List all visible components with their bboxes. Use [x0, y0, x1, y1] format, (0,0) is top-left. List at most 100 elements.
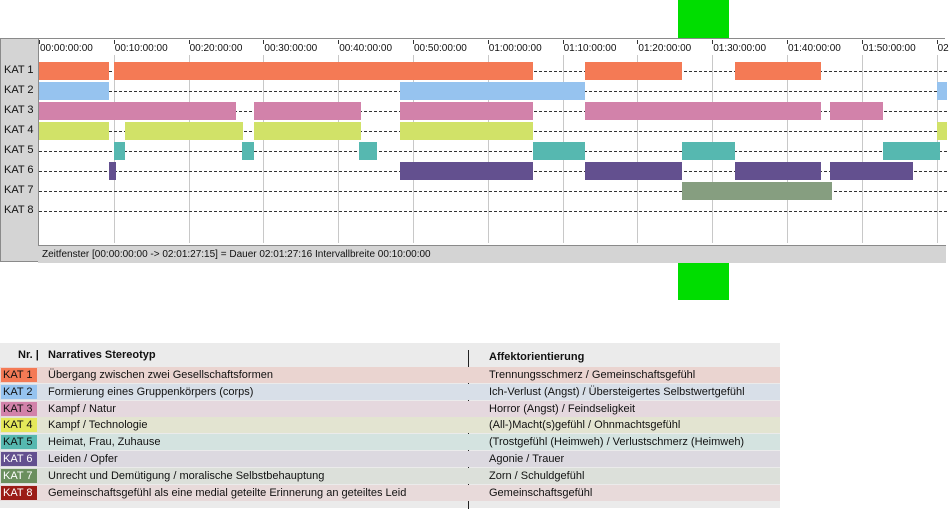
timeline-segment[interactable] [682, 142, 735, 160]
grid-line [188, 55, 190, 243]
tick-label: 00:00:00:00 [40, 43, 93, 54]
timeline-segment[interactable] [39, 62, 110, 80]
tick-label: 02 [937, 43, 949, 54]
timeline-segment[interactable] [113, 142, 126, 160]
timeline-segment[interactable] [400, 82, 586, 100]
grid-line [413, 55, 414, 243]
tick-label: 01:20:00:00 [638, 43, 692, 54]
timeline-segment[interactable] [39, 82, 110, 100]
legend-header-stereotype: Narratives Stereotyp [48, 349, 156, 361]
timeline-segment[interactable] [585, 102, 821, 120]
tick-label: 01:40:00:00 [788, 43, 841, 54]
timeline-segment[interactable] [936, 82, 947, 100]
timeline-segment[interactable] [585, 62, 683, 80]
tick-label: 00:40:00:00 [339, 43, 393, 54]
playhead-marker-top[interactable] [678, 0, 729, 38]
timeline-segment[interactable] [734, 162, 821, 180]
row-guide-line [39, 191, 947, 192]
tick-mark [712, 40, 714, 44]
category-label: KAT 7 [4, 184, 34, 196]
tick-label: 00:10:00:00 [114, 43, 168, 54]
tick-label: 01:30:00:00 [713, 43, 767, 54]
grid-line [637, 55, 639, 243]
legend-row: KAT 5 Heimat, Frau, Zuhause (Trostgefühl (… [0, 434, 780, 451]
legend-affect-text: Zorn / Schuldgefühl [489, 469, 585, 482]
tick-mark [787, 40, 788, 44]
timeline-segment[interactable] [830, 162, 913, 180]
category-label: KAT 8 [4, 204, 34, 216]
legend-stereotype-text: Heimat, Frau, Zuhause [48, 436, 161, 449]
timeline-segment[interactable] [241, 142, 254, 160]
timeline-segment[interactable] [400, 102, 533, 120]
category-label: KAT 6 [4, 164, 34, 176]
timeline-segment[interactable] [682, 182, 832, 200]
tick-mark [413, 40, 414, 44]
timeline-segment[interactable] [125, 122, 244, 140]
legend-affect-text: Agonie / Trauer [489, 453, 565, 465]
row-guide-line [39, 151, 947, 152]
grid-line [338, 55, 340, 243]
timeline-segment[interactable] [585, 162, 683, 180]
grid-line [263, 55, 265, 243]
legend-stereotype-text: Gemeinschaftsgefühl als eine medial gete… [48, 486, 407, 499]
legend-category-code: KAT 4 [1, 418, 37, 433]
legend-stereotype-text: Kampf / Natur [48, 402, 116, 415]
row-guide-line [39, 211, 947, 212]
timeline-segment[interactable] [734, 62, 821, 80]
tick-mark [39, 40, 40, 44]
legend-row-band [0, 467, 780, 484]
playhead-marker-bottom[interactable] [678, 262, 729, 300]
timeline-segment[interactable] [109, 162, 117, 180]
legend-stereotype-text: Kampf / Technologie [48, 419, 148, 432]
legend-header-nr: Nr. | [18, 349, 39, 361]
tick-label: 01:00:00:00 [488, 43, 542, 54]
legend-affect-text: Ich-Verlust (Angst) / Übersteigertes Sel… [489, 385, 745, 398]
timeline-segment[interactable] [882, 142, 941, 160]
grid-line [861, 55, 863, 243]
tick-mark [113, 40, 115, 44]
legend-affect-text: (All-)Macht(s)gefühl / Ohnmachtsgefühl [489, 419, 681, 432]
tick-mark [263, 40, 265, 44]
timeline-segment[interactable] [253, 102, 361, 120]
timeline-segment[interactable] [39, 122, 110, 140]
legend-row-band [0, 400, 780, 417]
category-legend: Nr. | Narratives Stereotyp Affektorienti… [0, 343, 780, 509]
timeline-segment[interactable] [936, 122, 947, 140]
legend-category-code: KAT 5 [1, 435, 37, 450]
tick-label: 00:30:00:00 [264, 43, 318, 54]
timeline-track-area[interactable]: 00:00:00:00 00:10:00:00 00:20:00:00 00:30:0… [38, 39, 949, 263]
category-label: KAT 3 [4, 104, 34, 116]
tick-label: 00:20:00:00 [189, 43, 243, 54]
tick-mark [637, 40, 639, 44]
category-label: KAT 2 [4, 84, 34, 96]
legend-row-band [0, 383, 780, 400]
legend-affect-text: Gemeinschaftsgefühl [489, 486, 593, 499]
legend-stereotype-text: Formierung eines Gruppenkörpers (corps) [48, 385, 254, 398]
timeline-segment[interactable] [359, 142, 378, 160]
legend-stereotype-text: Übergang zwischen zwei Gesellschaftsform… [48, 369, 273, 381]
legend-category-code: KAT 7 [1, 468, 37, 483]
timeline-segment[interactable] [39, 102, 236, 120]
timeline-segment[interactable] [532, 142, 586, 160]
timeline-segment[interactable] [253, 122, 361, 140]
legend-row-band [0, 434, 780, 451]
tick-mark [861, 40, 863, 44]
tick-mark [188, 40, 190, 44]
timeline-segment[interactable] [113, 62, 533, 80]
timeline-segment[interactable] [830, 102, 883, 120]
tick-mark [936, 40, 938, 44]
timeline-segment[interactable] [400, 162, 533, 180]
legend-affect-text: Horror (Angst) / Feindseligkeit [489, 402, 636, 415]
tick-mark [338, 40, 340, 44]
legend-affect-text: (Trostgefühl (Heimweh) / Verlustschmerz … [489, 436, 745, 449]
category-label: KAT 5 [4, 144, 34, 156]
timeline-segment[interactable] [400, 122, 533, 140]
legend-affect-text: Trennungsschmerz / Gemeinschaftsgefühl [489, 369, 696, 381]
legend-row-band [0, 451, 780, 467]
